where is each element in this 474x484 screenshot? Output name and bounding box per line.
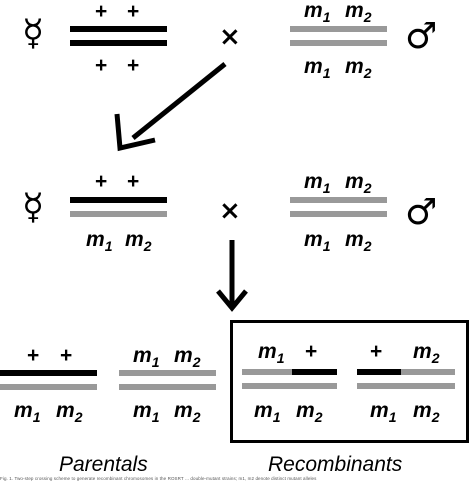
allele-m1-label: m1: [304, 55, 331, 81]
mutant-chromosome: [0, 384, 97, 390]
allele-m1-label: m1: [14, 399, 41, 425]
allele-m1-label: m1: [254, 399, 281, 425]
plus-allele-label: +: [305, 340, 317, 363]
wild-type-chromosome: [0, 370, 97, 376]
mutant-chromosome: [119, 370, 216, 376]
plus-allele-label: +: [370, 340, 382, 363]
allele-m2-label: m2: [345, 228, 372, 254]
allele-m2-label: m2: [125, 228, 152, 254]
allele-m1-label: m1: [258, 340, 285, 366]
plus-allele-label: +: [95, 54, 107, 77]
mutant-chromosome: [290, 26, 387, 32]
row2-male-parent: m1 m2 m1 m2 ♂: [290, 170, 437, 254]
allele-m1-label: m1: [304, 170, 331, 196]
mutant-chromosome-segment: [242, 369, 292, 375]
mutant-chromosome: [290, 211, 387, 217]
mutant-chromosome: [290, 197, 387, 203]
allele-m2-label: m2: [345, 0, 372, 25]
parental-progeny-mutant: m1 m2 m1 m2: [119, 344, 216, 425]
wild-type-chromosome: [70, 197, 167, 203]
allele-m2-label: m2: [56, 399, 83, 425]
parentals-caption: Parentals: [59, 453, 148, 476]
recombinant-progeny-m2: + m2 m1 m2: [357, 340, 455, 425]
figure-footnote: Fig. 1. Two-step crossing scheme to gene…: [0, 476, 317, 481]
mutant-chromosome: [119, 384, 216, 390]
plus-allele-label: +: [127, 54, 139, 77]
down-arrow-icon: [216, 240, 248, 312]
parental-progeny-wild-type: + + m1 m2: [0, 344, 97, 425]
allele-m2-label: m2: [413, 399, 440, 425]
allele-m2-label: m2: [296, 399, 323, 425]
mutant-chromosome: [70, 211, 167, 217]
allele-m1-label: m1: [304, 0, 331, 25]
allele-m2-label: m2: [174, 399, 201, 425]
plus-allele-label: +: [127, 0, 139, 23]
allele-m2-label: m2: [345, 55, 372, 81]
mutant-chromosome: [357, 383, 455, 389]
allele-m2-label: m2: [174, 344, 201, 370]
male-symbol-icon: ♂: [405, 192, 437, 233]
row1-female-parent: ☿ + + + +: [22, 0, 167, 77]
allele-m1-label: m1: [86, 228, 113, 254]
cross-symbol-icon: ×: [219, 196, 241, 226]
wild-type-chromosome-segment: [292, 369, 337, 375]
mutant-chromosome: [290, 40, 387, 46]
diagonal-arrow-icon: [114, 62, 227, 152]
allele-m1-label: m1: [370, 399, 397, 425]
allele-m2-label: m2: [413, 340, 440, 366]
row1-male-parent: m1 m2 m1 m2 ♂: [290, 0, 437, 81]
allele-m1-label: m1: [133, 399, 160, 425]
plus-allele-label: +: [27, 344, 39, 367]
recombinant-progeny-m1: m1 + m1 m2: [242, 340, 337, 425]
hermaphrodite-symbol-icon: ☿: [22, 13, 44, 54]
cross-symbol-icon: ×: [219, 22, 241, 52]
row2-female-f1: ☿ + + m1 m2: [22, 170, 167, 254]
wild-type-chromosome: [70, 40, 167, 46]
recombinants-box: [230, 320, 469, 443]
wild-type-chromosome: [70, 26, 167, 32]
allele-m2-label: m2: [345, 170, 372, 196]
hermaphrodite-symbol-icon: ☿: [22, 187, 44, 228]
allele-m1-label: m1: [133, 344, 160, 370]
male-symbol-icon: ♂: [405, 16, 437, 57]
recombinants-caption: Recombinants: [268, 453, 403, 476]
plus-allele-label: +: [95, 170, 107, 193]
plus-allele-label: +: [60, 344, 72, 367]
wild-type-chromosome-segment: [357, 369, 401, 375]
plus-allele-label: +: [127, 170, 139, 193]
mutant-chromosome: [242, 383, 337, 389]
mutant-chromosome-segment: [401, 369, 455, 375]
plus-allele-label: +: [95, 0, 107, 23]
allele-m1-label: m1: [304, 228, 331, 254]
